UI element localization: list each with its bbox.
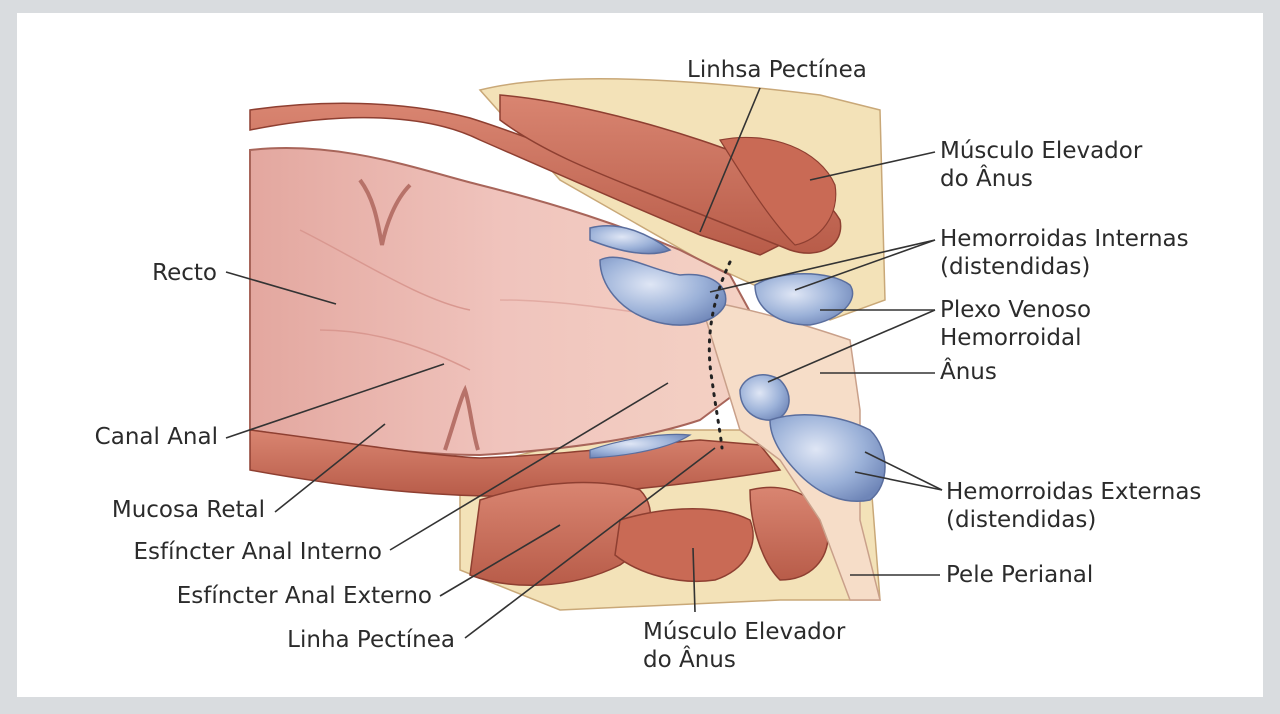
lower-levator-bundle [749,486,829,581]
label-canal-anal: Canal Anal [94,424,218,450]
internal-hemorrhoid-lower-small [589,433,692,459]
internal-hemorrhoid-upper [589,225,672,255]
label-musculo-elevador-top-line2: do Ânus [940,166,1033,192]
label-linha-pectinea-top: Linhsa Pectínea [687,57,867,83]
internal-hemorrhoid-right [754,273,854,326]
mucosa-crease-2 [319,329,471,371]
leader-lines [225,87,943,639]
label-plexo-venoso: Plexo Venoso Hemorroidal [940,296,1091,352]
label-mucosa-retal: Mucosa Retal [111,497,265,523]
label-hemorroidas-internas: Hemorroidas Internas (distendidas) [940,225,1189,281]
label-esfincter-interno: Esfíncter Anal Interno [133,539,383,565]
leader-plexo-b [767,309,936,383]
label-hemorroidas-externas-line1: Hemorroidas Externas [946,479,1202,505]
mucosa-crease-1 [299,229,471,311]
rectal-fold-upper [358,178,412,246]
label-pele-perianal: Pele Perianal [946,562,1094,588]
label-hemorroidas-externas: Hemorroidas Externas (distendidas) [946,478,1201,534]
anal-orifice-plexus [739,374,790,421]
leader-musculo-top [809,151,936,181]
internal-hemorrhoid-left [599,256,727,326]
rectal-fold-lower [443,384,480,451]
leader-hemorroidas-externas-b [854,471,943,491]
leader-hemorroidas-internas-b [794,239,936,291]
leader-recto [225,271,337,305]
leader-linha-pectinea-top [699,87,761,233]
leader-canal-anal [225,363,445,439]
upper-muscle-wall [249,102,782,256]
label-hemorroidas-externas-line2: (distendidas) [946,507,1097,533]
label-linha-pectinea-bottom: Linha Pectínea [287,627,455,653]
label-musculo-elevador-bottom: Músculo Elevador do Ânus [643,618,845,674]
leader-musculo-bottom [692,547,696,613]
leader-linha-pectinea-bottom [464,447,716,639]
label-hemorroidas-internas-line1: Hemorroidas Internas [940,226,1189,252]
upper-levator-bundle [719,136,837,246]
leader-esfincter-externo [439,524,561,597]
label-plexo-venoso-line2: Hemorroidal [940,325,1082,351]
external-hemorrhoid [769,414,886,502]
pectinate-line [707,260,732,450]
leader-esfincter-interno [389,382,669,551]
label-hemorroidas-internas-line2: (distendidas) [940,254,1091,280]
label-musculo-elevador-top-line1: Músculo Elevador [940,138,1143,164]
lower-levator-muscle [614,508,754,583]
label-recto: Recto [152,260,217,286]
leader-mucosa-retal [274,423,386,513]
label-musculo-elevador-top: Músculo Elevador do Ânus [940,137,1142,193]
label-plexo-venoso-line1: Plexo Venoso [940,297,1092,323]
leader-hemorroidas-externas-a [864,451,943,491]
label-musculo-elevador-bottom-line2: do Ânus [643,647,736,673]
label-musculo-elevador-bottom-line1: Músculo Elevador [643,619,846,645]
label-esfincter-externo: Esfíncter Anal Externo [176,583,432,609]
leader-hemorroidas-internas-a [709,239,936,293]
label-anus: Ânus [940,359,997,385]
upper-levator-muscle [499,94,842,254]
